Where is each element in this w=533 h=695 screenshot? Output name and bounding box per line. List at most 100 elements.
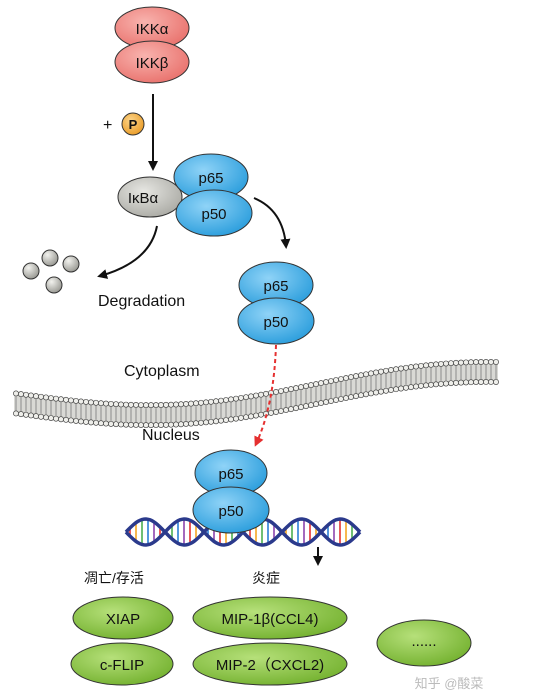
lipid-head [268, 409, 274, 416]
lipid-head [298, 384, 304, 391]
lipid-head [453, 359, 459, 366]
p50-label-2: p50 [263, 314, 288, 331]
lipid-head [318, 380, 324, 387]
lipid-head [213, 418, 219, 425]
lipid-head [333, 377, 339, 384]
lipid-head [13, 390, 19, 397]
lipid-head [68, 397, 74, 404]
cell-membrane [13, 359, 499, 429]
lipid-head [238, 394, 244, 401]
lipid-head [383, 367, 389, 374]
lipid-head [43, 394, 49, 401]
lipid-head [128, 421, 134, 428]
lipid-head [73, 397, 79, 404]
lipid-head [33, 413, 39, 420]
lipid-head [313, 381, 319, 388]
lipid-head [248, 393, 254, 400]
lipid-head [83, 418, 89, 425]
lipid-head [58, 396, 64, 403]
p65-label-1: p65 [198, 170, 223, 187]
lipid-head [473, 379, 479, 386]
fragment-sphere [41, 249, 59, 267]
lipid-head [123, 401, 129, 408]
lipid-head [343, 395, 349, 402]
lipid-head [448, 380, 454, 387]
lipid-head [283, 387, 289, 394]
lipid-head [193, 400, 199, 407]
lipid-head [93, 419, 99, 426]
lipid-head [118, 401, 124, 408]
lipid-head [348, 394, 354, 401]
lipid-head [313, 401, 319, 408]
lipid-head [403, 384, 409, 391]
lipid-head [28, 392, 34, 399]
lipid-head [128, 401, 134, 408]
lipid-head [28, 412, 34, 419]
phosphorylation: + P [103, 112, 145, 136]
lipid-head [108, 400, 114, 407]
lipid-head [23, 391, 29, 398]
lipid-head [353, 393, 359, 400]
lipid-head [178, 401, 184, 408]
lipid-head [463, 359, 469, 366]
lipid-head [488, 379, 494, 385]
lipid-head [488, 359, 494, 365]
degradation-arrow [97, 225, 158, 279]
lipid-head [208, 418, 214, 425]
lipid-head [188, 400, 194, 407]
lipid-head [328, 378, 334, 385]
gene-mip2-label: MIP-2（CXCL2) [216, 657, 324, 674]
lipid-head [108, 420, 114, 427]
lipid-head [248, 413, 254, 420]
target-genes: XIAP c-FLIP MIP-1β(CCL4) MIP-2（CXCL2) ..… [70, 596, 472, 686]
lipid-head [233, 415, 239, 422]
lipid-head [138, 402, 144, 409]
lipid-head [408, 364, 414, 371]
lipid-head [78, 418, 84, 425]
fragment-sphere [45, 276, 63, 294]
fragment-sphere [22, 262, 40, 280]
lipid-head [123, 421, 129, 428]
lipid-head [198, 399, 204, 406]
gene-cflip-node [70, 642, 174, 686]
lipid-head [78, 398, 84, 405]
lipid-head [103, 420, 109, 427]
lipid-head [423, 382, 429, 389]
lipid-head [388, 387, 394, 393]
lipid-head [433, 381, 439, 388]
lipid-head [203, 399, 209, 406]
lipid-head [293, 405, 299, 412]
ikk-beta-node [114, 40, 190, 84]
lipid-head [348, 374, 354, 381]
lipid-head [133, 422, 139, 428]
lipid-head [438, 360, 444, 367]
lipid-head [363, 371, 369, 378]
lipid-head [208, 398, 214, 405]
lipid-head [118, 421, 124, 428]
lipid-head [273, 409, 279, 415]
lipid-head [338, 376, 344, 383]
p50-label-1: p50 [201, 206, 226, 223]
lipid-head [328, 398, 334, 405]
ikk-beta-label: IKKβ [136, 55, 169, 72]
lipid-head [278, 388, 284, 395]
lipid-head [393, 366, 399, 373]
lipid-head [318, 400, 324, 407]
lipid-head [223, 417, 229, 423]
lipid-head [103, 400, 109, 407]
translocation-arrow [254, 344, 277, 447]
lipid-head [288, 386, 294, 393]
lipid-head [168, 401, 174, 408]
lipid-head [433, 361, 439, 368]
lipid-head [358, 392, 364, 399]
lipid-head [423, 362, 429, 369]
lipid-head [308, 402, 314, 409]
lipid-head [428, 381, 434, 388]
gene-mip2-node [192, 642, 348, 686]
lipid-head [68, 417, 74, 424]
lipid-head [133, 402, 139, 408]
lipid-head [113, 401, 119, 408]
lipid-head [358, 372, 364, 379]
lipid-head [43, 414, 49, 421]
